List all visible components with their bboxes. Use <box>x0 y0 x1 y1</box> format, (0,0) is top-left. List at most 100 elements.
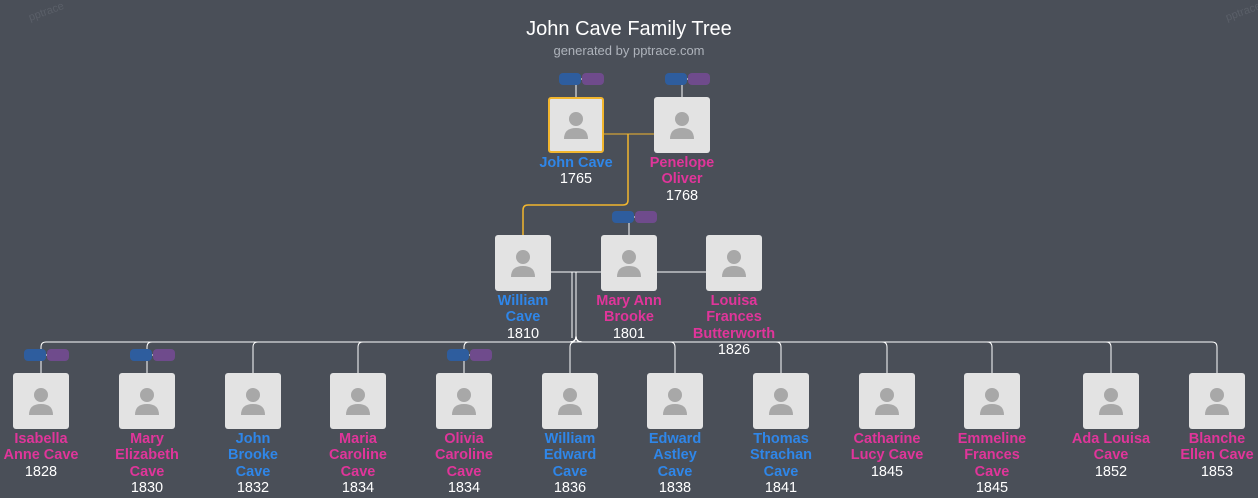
person-name-line: Emmeline <box>957 431 1027 447</box>
person-card-isabella[interactable] <box>13 373 69 429</box>
person-name-line: Cave <box>340 463 376 480</box>
birth-year: 1768 <box>665 187 699 204</box>
expand-mother-icon[interactable] <box>153 349 175 361</box>
person-card-catharine[interactable] <box>859 373 915 429</box>
birth-year: 1832 <box>236 479 270 496</box>
person-card-edward[interactable] <box>647 373 703 429</box>
person-silhouette-icon <box>980 388 1004 415</box>
expand-father-icon[interactable] <box>24 349 46 361</box>
person-name[interactable]: John Cave <box>521 155 631 171</box>
person-name-line: Ellen Cave <box>1180 447 1254 464</box>
person-silhouette-icon <box>511 250 535 277</box>
person-card-william[interactable] <box>495 235 551 291</box>
person-name-line: Isabella <box>14 431 68 447</box>
page-title: John Cave Family Tree <box>526 18 732 40</box>
person-name-line: Lucy Cave <box>850 447 924 464</box>
person-card-maria[interactable] <box>330 373 386 429</box>
person-card-mary[interactable] <box>119 373 175 429</box>
birth-year: 1810 <box>506 325 540 342</box>
person-name-line: Butterworth <box>692 325 776 342</box>
person-card-emmeline[interactable] <box>964 373 1020 429</box>
person-name-line: John <box>235 431 271 447</box>
expand-father-icon[interactable] <box>559 73 581 85</box>
expand-father-icon[interactable] <box>612 211 634 223</box>
person-name-line: Caroline <box>328 447 387 464</box>
person-name-line: William <box>544 431 596 447</box>
person-name-line: Cave <box>235 463 271 480</box>
person-card-maryann[interactable] <box>601 235 657 291</box>
person-silhouette-icon <box>663 388 687 415</box>
person-name-line: Olivia <box>444 431 484 447</box>
person-name-line: Edward <box>543 447 597 464</box>
person-name-line: William <box>497 293 549 309</box>
birth-year: 1828 <box>24 463 58 480</box>
expand-father-icon[interactable] <box>665 73 687 85</box>
person-name-line: Mary Ann <box>596 293 662 309</box>
person-name-line: Frances <box>964 447 1020 464</box>
person-name-line: Cave <box>552 463 588 480</box>
person-name-line: Brooke <box>228 447 278 464</box>
birth-year: 1845 <box>975 479 1009 496</box>
person-card-olivia[interactable] <box>436 373 492 429</box>
person-card-louisa[interactable] <box>706 235 762 291</box>
person-silhouette-icon <box>29 388 53 415</box>
birth-year: 1852 <box>1094 463 1128 480</box>
person-name-line: Astley <box>653 447 697 464</box>
person-card-penelope[interactable] <box>654 97 710 153</box>
birth-year: 1836 <box>553 479 587 496</box>
expand-father-icon[interactable] <box>447 349 469 361</box>
person-silhouette-icon <box>241 388 265 415</box>
expand-mother-icon[interactable] <box>470 349 492 361</box>
expand-father-icon[interactable] <box>130 349 152 361</box>
person-silhouette-icon <box>617 250 641 277</box>
child-line <box>569 335 1218 373</box>
descent-line <box>522 134 629 235</box>
person-name-line: Frances <box>706 309 762 326</box>
birth-year: 1853 <box>1200 463 1234 480</box>
person-card-blanche[interactable] <box>1189 373 1245 429</box>
person-card-john[interactable] <box>548 97 604 153</box>
person-name-line: Brooke <box>604 309 654 326</box>
person-silhouette-icon <box>564 112 588 139</box>
person-silhouette-icon <box>769 388 793 415</box>
person-name-line: Edward <box>648 431 702 447</box>
person-card-ada[interactable] <box>1083 373 1139 429</box>
expand-mother-icon[interactable] <box>688 73 710 85</box>
birth-year: 1801 <box>612 325 646 342</box>
person-name-line: Penelope <box>649 155 715 171</box>
person-name-line: Mary <box>130 431 164 447</box>
birth-year: 1765 <box>559 171 593 188</box>
expand-mother-icon[interactable] <box>635 211 657 223</box>
expand-mother-icon[interactable] <box>582 73 604 85</box>
birth-year: 1830 <box>130 479 164 496</box>
person-silhouette-icon <box>1205 388 1229 415</box>
person-silhouette-icon <box>722 250 746 277</box>
person-name-line: Cave <box>505 309 541 326</box>
person-silhouette-icon <box>558 388 582 415</box>
person-card-thomas[interactable] <box>753 373 809 429</box>
person-name-line: Oliver <box>661 171 703 188</box>
person-name-line: Cave <box>763 463 799 480</box>
person-card-williame[interactable] <box>542 373 598 429</box>
person-silhouette-icon <box>452 388 476 415</box>
expand-mother-icon[interactable] <box>47 349 69 361</box>
birth-year: 1838 <box>658 479 692 496</box>
person-card-johnb[interactable] <box>225 373 281 429</box>
